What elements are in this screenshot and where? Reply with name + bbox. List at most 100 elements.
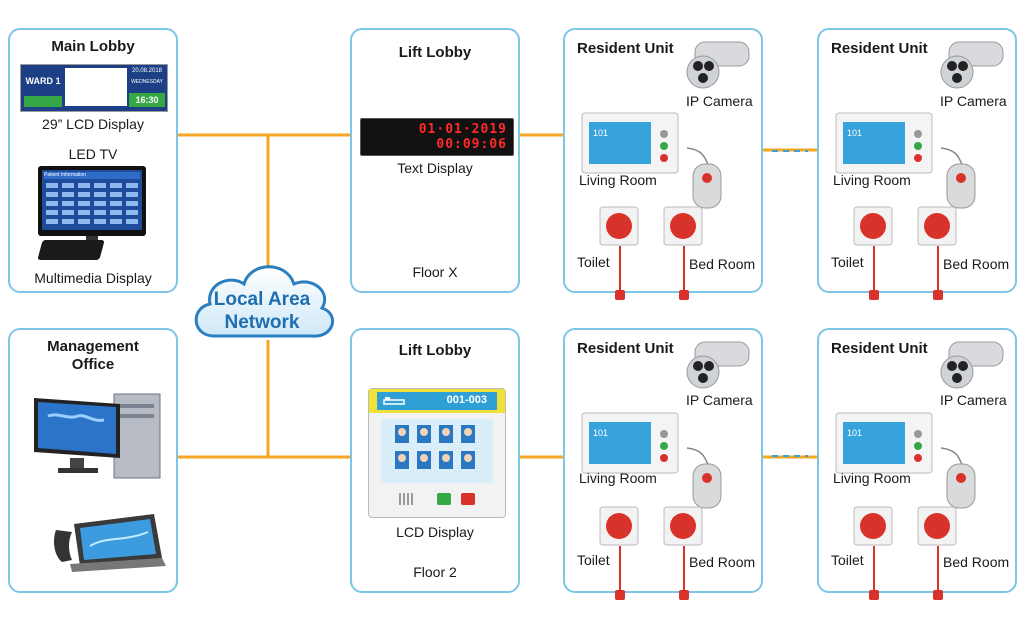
ip-camera-icon: [940, 41, 1004, 89]
lift-lobby-bottom-panel: Lift Lobby 001-003: [350, 328, 520, 593]
pendant-call-icon: [686, 147, 722, 209]
pull-cord-icon: [615, 546, 625, 600]
lcd-ward-label: WARD 1: [24, 68, 62, 94]
toilet-call-button-icon: [599, 206, 639, 246]
bedroom-call-button-icon: [917, 506, 957, 546]
tv-banner: Patient Information: [44, 172, 140, 179]
multimedia-display-label: Multimedia Display: [34, 270, 152, 286]
terminal-speaker: [399, 493, 415, 505]
resident-unit-title: Resident Unit: [831, 40, 928, 57]
lcd-display-label: 29” LCD Display: [42, 116, 144, 132]
living-room-label: Living Room: [579, 470, 657, 486]
resident-unit-title: Resident Unit: [831, 340, 928, 357]
lcd-terminal-device: 001-003: [368, 388, 506, 518]
ip-camera-icon: [686, 41, 750, 89]
living-room-terminal-icon: 101: [581, 112, 679, 174]
terminal-header: 001-003: [369, 389, 505, 413]
terminal-room-number: 001-003: [446, 394, 487, 406]
living-room-label: Living Room: [833, 470, 911, 486]
lan-cloud: Local Area Network: [186, 250, 338, 346]
lift-lobby-top-title: Lift Lobby: [398, 44, 472, 61]
pull-cord-icon: [869, 246, 879, 300]
cloud-icon: [194, 265, 334, 338]
tv-screen: Patient Information: [42, 170, 142, 230]
main-lobby-title: Main Lobby: [51, 38, 135, 55]
lcd-day: WEDNESDAY: [131, 79, 163, 85]
cloud-label-line1: Local Area: [213, 289, 311, 310]
floor-2-label: Floor 2: [413, 564, 457, 580]
toilet-call-button-icon: [853, 506, 893, 546]
bed-icon: [383, 397, 405, 405]
desktop-computer-icon: [34, 393, 161, 479]
bedroom-call-button-icon: [663, 206, 703, 246]
unit-number-text: 101: [847, 428, 862, 438]
resident-unit-panel: Resident Unit IP Camera 101 Living Room …: [817, 28, 1017, 300]
text-display-device: 01·01·2019 00:09:06: [360, 118, 514, 156]
tv-stand: [86, 236, 98, 242]
resident-unit-panel: Resident Unit IP Camera 101 Living Room …: [563, 28, 763, 300]
tv-grid: [46, 183, 138, 224]
terminal-header-inner: 001-003: [377, 392, 497, 410]
toilet-label: Toilet: [831, 254, 864, 270]
pendant-call-icon: [940, 147, 976, 209]
terminal-green-button[interactable]: [437, 493, 451, 505]
resident-unit-panel: Resident Unit IP Camera 101 Living Room …: [817, 328, 1017, 600]
bedroom-call-button-icon: [917, 206, 957, 246]
pendant-call-icon: [686, 447, 722, 509]
ip-camera-label: IP Camera: [686, 392, 753, 408]
living-room-terminal-icon: 101: [835, 112, 933, 174]
lcd-display-label-floor2: LCD Display: [396, 524, 474, 540]
pull-cord-icon: [679, 246, 689, 300]
led-tv-device: Patient Information: [38, 166, 146, 236]
toilet-label: Toilet: [577, 552, 610, 568]
unit-number-text: 101: [847, 128, 862, 138]
living-room-terminal-icon: 101: [581, 412, 679, 474]
terminal-screen: [381, 419, 493, 483]
toilet-call-button-icon: [599, 506, 639, 546]
lcd-display-device: WARD 1 20.08.2018 WEDNESDAY 16:30: [20, 64, 168, 112]
pull-cord-icon: [869, 546, 879, 600]
unit-number-text: 101: [593, 128, 608, 138]
lift-lobby-top-panel: Lift Lobby 01·01·2019 00:09:06 Text Disp…: [350, 28, 520, 293]
ip-camera-label: IP Camera: [940, 93, 1007, 109]
living-room-label: Living Room: [579, 172, 657, 188]
main-lobby-panel: Main Lobby WARD 1 20.08.2018 WEDNESDAY 1…: [8, 28, 178, 293]
toilet-call-button-icon: [853, 206, 893, 246]
ip-camera-label: IP Camera: [940, 392, 1007, 408]
ip-camera-icon: [940, 341, 1004, 389]
terminal-red-button[interactable]: [461, 493, 475, 505]
resident-unit-panel: Resident Unit IP Camera 101 Living Room …: [563, 328, 763, 600]
led-tv-label: LED TV: [68, 146, 118, 162]
pull-cord-icon: [679, 546, 689, 600]
living-room-terminal-icon: 101: [835, 412, 933, 474]
bedroom-call-button-icon: [663, 506, 703, 546]
bed-room-label: Bed Room: [943, 256, 1010, 272]
video-phone-icon: [54, 514, 166, 572]
management-office-panel: Management Office: [8, 328, 178, 593]
resident-unit-title: Resident Unit: [577, 40, 674, 57]
lcd-green-strip: [24, 96, 62, 107]
pull-cord-icon: [615, 246, 625, 300]
bed-room-label: Bed Room: [689, 256, 756, 272]
pull-cord-icon: [933, 546, 943, 600]
management-title-line1: Management: [47, 338, 139, 355]
staff-photos-grid: [395, 425, 475, 469]
lcd-time: 16:30: [129, 93, 165, 107]
bed-room-label: Bed Room: [943, 554, 1010, 570]
text-display-time: 00:09:06: [436, 137, 507, 152]
text-display-date: 01·01·2019: [418, 122, 507, 137]
living-room-label: Living Room: [833, 172, 911, 188]
text-display-label: Text Display: [397, 160, 473, 176]
unit-number-text: 101: [593, 428, 608, 438]
resident-unit-title: Resident Unit: [577, 340, 674, 357]
pull-cord-icon: [933, 246, 943, 300]
ip-camera-icon: [686, 341, 750, 389]
lift-lobby-bottom-title: Lift Lobby: [398, 342, 472, 359]
bed-room-label: Bed Room: [689, 554, 756, 570]
toilet-label: Toilet: [577, 254, 610, 270]
toilet-label: Toilet: [831, 552, 864, 568]
floor-x-label: Floor X: [412, 264, 458, 280]
lcd-date: 20.08.2018: [131, 68, 163, 74]
lcd-info-panel: [65, 68, 127, 106]
